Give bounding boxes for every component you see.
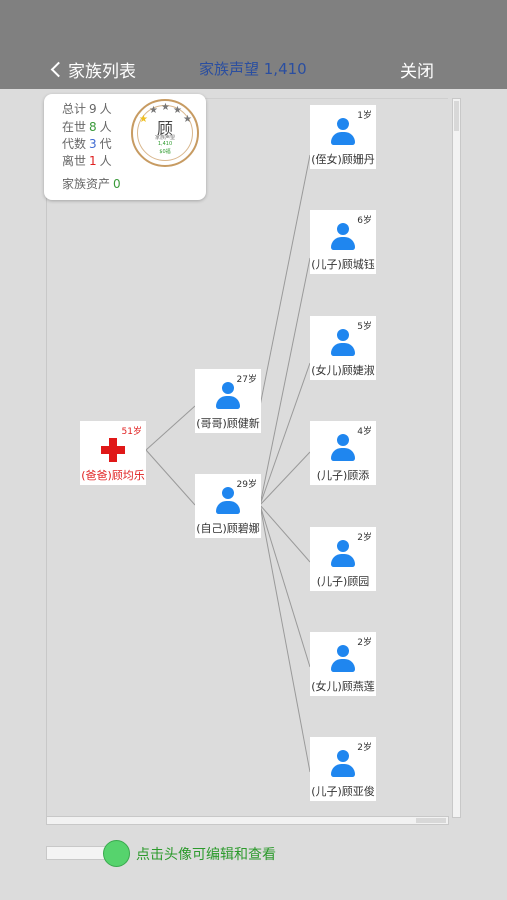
person-icon: [331, 645, 355, 673]
member-age: 51岁: [121, 427, 142, 437]
member-name: (自己)顾碧娜: [196, 522, 260, 535]
close-button[interactable]: 关闭: [400, 62, 434, 82]
star-icon: ★: [183, 114, 192, 125]
member-name: (爸爸)顾均乐: [81, 469, 145, 482]
vertical-scrollbar[interactable]: [452, 98, 461, 818]
family-reputation-badge: ★ ★ ★ ★ ★ 顾 家族声望 1,410 $0福: [131, 99, 199, 167]
member-node-son-4[interactable]: 2岁 (儿子)顾亚俊: [310, 737, 376, 801]
badge-surname: 顾: [156, 119, 173, 138]
member-node-son-3[interactable]: 2岁 (儿子)顾园: [310, 527, 376, 591]
member-name: (侄女)顾姗丹: [311, 153, 375, 166]
member-node-niece[interactable]: 1岁 (侄女)顾姗丹: [310, 105, 376, 169]
page-title: 家族声望 1,410: [199, 60, 307, 78]
member-name: (儿子)顾添: [316, 469, 370, 482]
member-age: 29岁: [236, 480, 257, 490]
member-node-daughter-1[interactable]: 5岁 (女儿)顾婕淑: [310, 316, 376, 380]
badge-tier: $0福: [159, 149, 171, 155]
member-name: (儿子)顾亚俊: [311, 785, 375, 798]
star-icon: ★: [161, 102, 170, 113]
member-age: 2岁: [357, 533, 372, 543]
member-age: 1岁: [357, 111, 372, 121]
member-node-son-1[interactable]: 6岁 (儿子)顾城钰: [310, 210, 376, 274]
person-icon: [216, 382, 240, 410]
horizontal-scrollbar[interactable]: [46, 816, 449, 825]
person-icon: [216, 487, 240, 515]
person-icon: [331, 118, 355, 146]
member-node-brother[interactable]: 27岁 (哥哥)顾健新: [195, 369, 261, 433]
zoom-slider-knob[interactable]: [103, 840, 130, 867]
member-age: 27岁: [236, 375, 257, 385]
person-icon: [331, 750, 355, 778]
chevron-left-icon: [50, 61, 67, 77]
person-icon: [331, 434, 355, 462]
person-icon: [331, 329, 355, 357]
member-age: 6岁: [357, 216, 372, 226]
member-age: 4岁: [357, 427, 372, 437]
star-icon: ★: [139, 114, 148, 125]
member-name: (哥哥)顾健新: [196, 417, 260, 430]
member-name: (女儿)顾燕莲: [311, 680, 375, 693]
badge-value: 1,410: [157, 141, 173, 147]
top-navigation-bar: 家族列表 家族声望 1,410 关闭: [0, 0, 507, 89]
member-name: (女儿)顾婕淑: [311, 364, 375, 377]
member-node-daughter-2[interactable]: 2岁 (女儿)顾燕莲: [310, 632, 376, 696]
member-age: 5岁: [357, 322, 372, 332]
badge-label: 家族声望: [154, 135, 175, 141]
edit-hint-text: 点击头像可编辑和查看: [136, 847, 276, 863]
member-node-father[interactable]: 51岁 (爸爸)顾均乐: [80, 421, 146, 485]
red-cross-icon: [101, 438, 125, 462]
member-node-self[interactable]: 29岁 (自己)顾碧娜: [195, 474, 261, 538]
member-age: 2岁: [357, 743, 372, 753]
person-icon: [331, 223, 355, 251]
back-button-label: 家族列表: [68, 61, 136, 82]
person-icon: [331, 540, 355, 568]
member-name: (儿子)顾园: [316, 575, 370, 588]
member-age: 2岁: [357, 638, 372, 648]
star-icon: ★: [149, 105, 158, 116]
star-icon: ★: [173, 105, 182, 116]
member-node-son-2[interactable]: 4岁 (儿子)顾添: [310, 421, 376, 485]
back-button[interactable]: 家族列表: [48, 57, 136, 82]
member-name: (儿子)顾城钰: [311, 258, 375, 271]
